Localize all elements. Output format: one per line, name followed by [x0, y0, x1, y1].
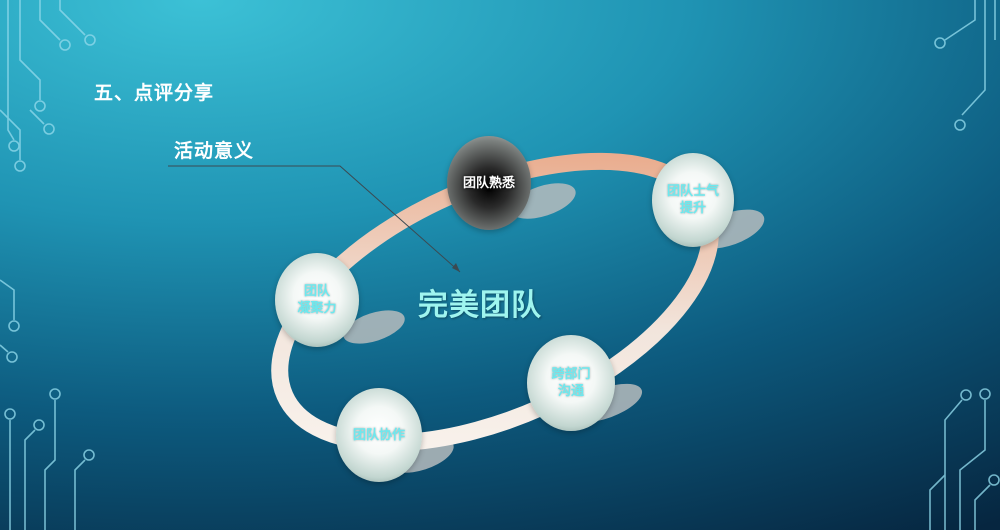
node-cross-department-communication: 跨部门 沟通 [527, 335, 615, 431]
node-label: 团队 凝聚力 [297, 284, 337, 316]
node-team-collaboration: 团队协作 [336, 388, 422, 482]
node-team-morale: 团队士气 提升 [652, 153, 734, 247]
center-title: 完美团队 [418, 288, 542, 323]
section-title: 五、点评分享 [94, 82, 215, 104]
subtitle: 活动意义 [174, 140, 255, 162]
node-label: 团队熟悉 [462, 175, 515, 191]
node-team-familiar: 团队熟悉 [447, 136, 531, 230]
node-label: 跨部门 沟通 [551, 367, 591, 399]
node-label: 团队协作 [352, 427, 405, 443]
node-team-cohesion: 团队 凝聚力 [275, 253, 359, 347]
node-label: 团队士气 提升 [666, 184, 719, 216]
